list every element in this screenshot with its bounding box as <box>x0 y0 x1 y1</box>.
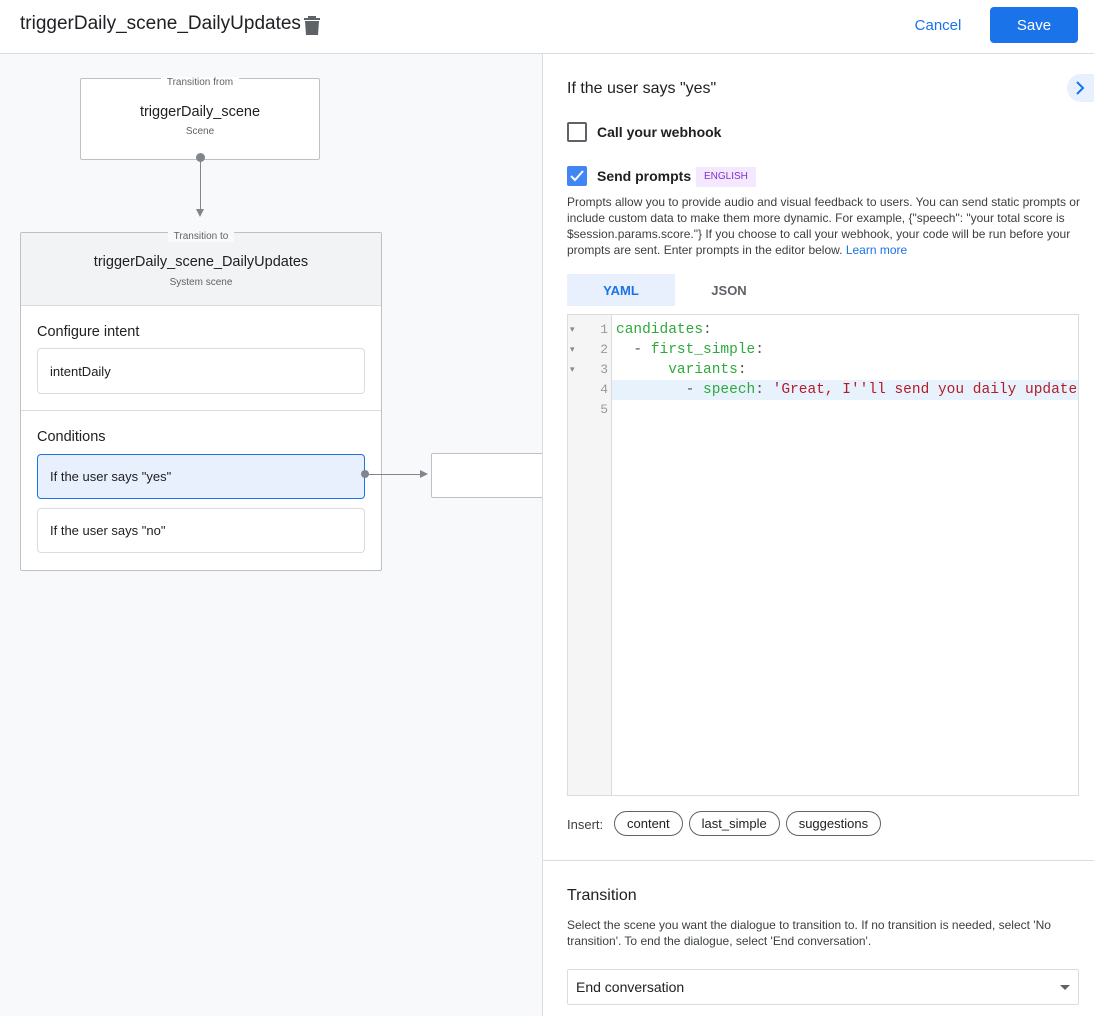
tab-json[interactable]: JSON <box>711 282 747 298</box>
code-token-value: 'Great, I''ll send you daily updates. <box>772 382 1078 398</box>
insert-label: Insert: <box>567 817 604 832</box>
line-number: 5 <box>568 400 612 420</box>
prompts-description: Prompts allow you to provide audio and v… <box>567 194 1083 258</box>
divider <box>543 860 1094 861</box>
code-line: - first_simple: <box>616 340 1078 360</box>
code-token-colon: : <box>703 322 712 338</box>
description-text: Prompts allow you to provide audio and v… <box>567 195 1080 257</box>
code-token-dash: - <box>685 382 704 398</box>
active-line-highlight <box>612 380 1078 400</box>
scene-header[interactable]: triggerDaily_scene_DailyUpdates System s… <box>21 233 381 306</box>
prompts-label: Send prompts <box>597 168 692 184</box>
check-icon <box>570 170 584 182</box>
transition-select[interactable]: End conversation <box>567 969 1079 1005</box>
page-title: triggerDaily_scene_DailyUpdates <box>20 13 301 34</box>
line-number-text: 5 <box>600 402 608 417</box>
code-token-indent <box>616 382 686 398</box>
code-token-dash: - <box>633 342 651 358</box>
transition-selected-value: End conversation <box>576 979 685 995</box>
transition-to-caption: Transition to <box>167 231 235 242</box>
panel-heading: If the user says "yes" <box>567 80 717 97</box>
insert-chip-last-simple[interactable]: last_simple <box>688 811 780 836</box>
insert-chip-content[interactable]: content <box>614 811 683 836</box>
line-number-text: 1 <box>600 322 608 337</box>
code-token-key: speech <box>703 382 756 398</box>
transition-heading: Transition <box>567 887 637 904</box>
line-number: ▾2 <box>568 340 612 360</box>
connector-dot <box>196 153 205 162</box>
code-line: candidates: <box>616 320 1078 340</box>
chevron-right-icon <box>1076 81 1085 95</box>
cancel-button[interactable]: Cancel <box>914 16 962 34</box>
tab-yaml[interactable]: YAML <box>567 274 675 306</box>
arrow-down-icon <box>196 209 204 217</box>
line-number-text: 2 <box>600 342 608 357</box>
code-token-key: candidates <box>616 322 704 338</box>
connector-line <box>365 474 421 475</box>
target-scene-node[interactable] <box>431 453 542 498</box>
divider <box>21 410 381 411</box>
line-number: 4 <box>568 380 612 400</box>
line-number-text: 4 <box>600 382 608 397</box>
from-scene-type: Scene <box>185 126 215 137</box>
code-token-colon: : <box>755 382 773 398</box>
code-token-key: first_simple <box>650 342 756 358</box>
insert-chip-suggestions[interactable]: suggestions <box>785 811 882 836</box>
to-scene-name: triggerDaily_scene_DailyUpdates <box>93 254 309 270</box>
condition-panel: If the user says "yes" Call your webhook… <box>542 54 1094 1016</box>
from-scene-name: triggerDaily_scene <box>139 104 261 120</box>
header: triggerDaily_scene_DailyUpdates Cancel S… <box>0 0 1094 54</box>
line-number: ▾1 <box>568 320 612 340</box>
transition-to-node: triggerDaily_scene_DailyUpdates System s… <box>20 232 382 571</box>
code-token-key: variants <box>668 362 738 378</box>
code-token-colon: : <box>755 342 764 358</box>
learn-more-link[interactable]: Learn more <box>845 243 908 257</box>
conditions-label: Conditions <box>37 429 106 445</box>
code-token-indent <box>616 362 668 378</box>
code-line <box>616 400 1078 420</box>
editor-gutter <box>568 315 612 795</box>
configure-intent-label: Configure intent <box>37 324 140 340</box>
transition-description: Select the scene you want the dialogue t… <box>567 918 1051 948</box>
dropdown-arrow-icon <box>1060 985 1070 990</box>
to-scene-type: System scene <box>169 277 233 288</box>
fold-arrow-icon[interactable]: ▾ <box>570 325 575 335</box>
line-number-text: 3 <box>600 362 608 377</box>
code-line: - speech: 'Great, I''ll send you daily u… <box>616 380 1078 400</box>
intent-field[interactable]: intentDaily <box>37 348 365 394</box>
webhook-label: Call your webhook <box>597 124 722 140</box>
transition-from-node[interactable]: triggerDaily_scene Scene <box>80 78 320 160</box>
scene-canvas: triggerDaily_scene Scene Transition from… <box>0 54 542 1016</box>
language-badge: ENGLISH <box>696 167 756 187</box>
transition-from-caption: Transition from <box>160 77 240 88</box>
fold-arrow-icon[interactable]: ▾ <box>570 365 575 375</box>
condition-yes[interactable]: If the user says "yes" <box>37 454 365 499</box>
webhook-checkbox[interactable] <box>567 122 587 142</box>
trash-icon[interactable] <box>303 15 321 35</box>
code-token-colon: : <box>737 362 747 378</box>
collapse-panel-button[interactable] <box>1067 74 1094 102</box>
fold-arrow-icon[interactable]: ▾ <box>570 345 575 355</box>
code-token-indent <box>616 342 633 358</box>
code-line: variants: <box>616 360 1078 380</box>
arrow-right-icon <box>420 470 428 478</box>
save-button[interactable]: Save <box>990 7 1078 43</box>
connector-line <box>200 158 201 212</box>
condition-no[interactable]: If the user says "no" <box>37 508 365 553</box>
line-number: ▾3 <box>568 360 612 380</box>
prompts-checkbox[interactable] <box>567 166 587 186</box>
